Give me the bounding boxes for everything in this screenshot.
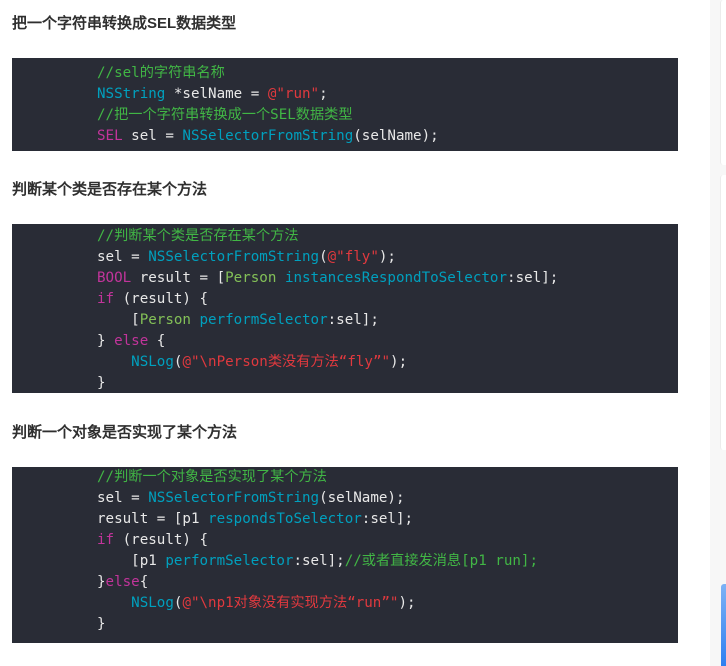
code-line: //判断某个类是否存在某个方法 xyxy=(97,226,678,247)
sidebar-floating-button[interactable] xyxy=(721,584,726,666)
code-token: ); xyxy=(398,595,416,611)
code-token: BOOL xyxy=(97,270,132,286)
code-token: [ xyxy=(97,312,140,328)
code-token: (selName); xyxy=(353,128,439,144)
code-block: //判断某个类是否存在某个方法 sel = NSSelectorFromStrin… xyxy=(12,224,678,393)
article-content: 把一个字符串转换成SEL数据类型 //sel的字符串名称 NSString *se… xyxy=(12,15,678,643)
code-token: @"fly" xyxy=(327,249,379,265)
code-token xyxy=(191,312,200,328)
code-token: ( xyxy=(319,249,328,265)
code-block: //sel的字符串名称 NSString *selName = @"run"; //… xyxy=(12,58,678,151)
code-token: [p1 xyxy=(97,553,166,569)
code-line: NSLog(@"\nPerson类没有方法“fly”"); xyxy=(97,352,678,373)
code-token: ; xyxy=(319,86,328,102)
code-line: BOOL result = [Person instancesRespondTo… xyxy=(97,268,678,289)
right-sidebar xyxy=(710,0,726,666)
code-token xyxy=(97,354,131,370)
code-token: sel = xyxy=(122,128,183,144)
code-token: @"\nPerson类没有方法“fly”" xyxy=(182,354,391,370)
code-line: sel = NSSelectorFromString(selName); xyxy=(97,488,678,509)
code-token: SEL xyxy=(97,128,123,144)
code-token: ); xyxy=(378,249,396,265)
code-token: (result) { xyxy=(114,291,209,307)
code-line: [Person performSelector:sel]; xyxy=(97,310,678,331)
code-token: sel = xyxy=(97,249,149,265)
code-line: }else{ xyxy=(97,572,678,593)
code-token: if xyxy=(97,291,115,307)
code-token: if xyxy=(97,532,115,548)
code-line: sel = NSSelectorFromString(@"fly"); xyxy=(97,247,678,268)
code-token: } xyxy=(97,333,115,349)
code-token xyxy=(276,270,285,286)
code-line: result = [p1 respondsToSelector:sel]; xyxy=(97,509,678,530)
code-token: :sel]; xyxy=(361,511,414,527)
code-block: //判断一个对象是否实现了某个方法 sel = NSSelectorFromStr… xyxy=(12,467,678,643)
code-token: @"run" xyxy=(267,86,320,102)
code-line: NSString *selName = @"run"; xyxy=(97,84,678,105)
code-token: respondsToSelector xyxy=(208,511,362,527)
code-token: NSString xyxy=(97,86,166,102)
code-line: } xyxy=(97,373,678,394)
code-line: if (result) { xyxy=(97,289,678,310)
code-token: result = [p1 xyxy=(97,511,209,527)
code-token: (selName); xyxy=(319,490,405,506)
code-token: //把一个字符串转换成一个SEL数据类型 xyxy=(97,107,353,123)
code-token: (result) { xyxy=(114,532,209,548)
code-token: //判断某个类是否存在某个方法 xyxy=(97,228,299,244)
code-token: } xyxy=(97,375,106,391)
code-token: //判断一个对象是否实现了某个方法 xyxy=(97,469,327,485)
code-token: NSSelectorFromString xyxy=(182,128,354,144)
section-heading: 判断某个类是否存在某个方法 xyxy=(12,181,208,198)
code-token: instancesRespondToSelector xyxy=(284,270,508,286)
code-line: //sel的字符串名称 xyxy=(97,63,678,84)
code-token: } xyxy=(97,574,106,590)
sidebar-panel xyxy=(720,175,726,450)
code-token: Person xyxy=(225,270,277,286)
code-token: //或者直接发消息[p1 run]; xyxy=(344,553,538,569)
code-token: ( xyxy=(173,354,183,370)
code-token: else xyxy=(114,333,149,349)
code-token: performSelector xyxy=(199,312,328,328)
code-token: NSSelectorFromString xyxy=(148,249,320,265)
code-token: NSLog xyxy=(131,354,174,370)
code-token: } xyxy=(97,616,106,632)
code-token: :sel]; xyxy=(327,312,379,328)
code-token: :sel]; xyxy=(293,553,345,569)
code-token: ); xyxy=(390,354,408,370)
code-line: if (result) { xyxy=(97,530,678,551)
code-line: SEL sel = NSSelectorFromString(selName); xyxy=(97,126,678,147)
section-heading: 判断一个对象是否实现了某个方法 xyxy=(12,424,238,441)
code-token: ( xyxy=(173,595,183,611)
code-line: //判断一个对象是否实现了某个方法 xyxy=(97,467,678,488)
code-line: } else { xyxy=(97,331,678,352)
code-token: NSLog xyxy=(131,595,174,611)
code-token: performSelector xyxy=(165,553,294,569)
code-token: @"\np1对象没有实现方法“run”" xyxy=(182,595,399,611)
code-line: //把一个字符串转换成一个SEL数据类型 xyxy=(97,105,678,126)
code-line: [p1 performSelector:sel];//或者直接发消息[p1 ru… xyxy=(97,551,678,572)
code-token: result = [ xyxy=(131,270,226,286)
code-token: //sel的字符串名称 xyxy=(97,65,225,81)
code-token: else xyxy=(105,574,140,590)
code-token: Person xyxy=(139,312,191,328)
sidebar-panel xyxy=(720,0,726,165)
code-token: NSSelectorFromString xyxy=(148,490,320,506)
code-line: } xyxy=(97,614,678,635)
code-token: sel = xyxy=(97,490,149,506)
code-token xyxy=(97,595,131,611)
code-token: :sel]; xyxy=(507,270,559,286)
code-token: *selName = xyxy=(165,86,268,102)
code-line: NSLog(@"\np1对象没有实现方法“run”"); xyxy=(97,593,678,614)
code-token: { xyxy=(139,574,149,590)
section-heading: 把一个字符串转换成SEL数据类型 xyxy=(12,15,237,32)
code-token: { xyxy=(148,333,166,349)
